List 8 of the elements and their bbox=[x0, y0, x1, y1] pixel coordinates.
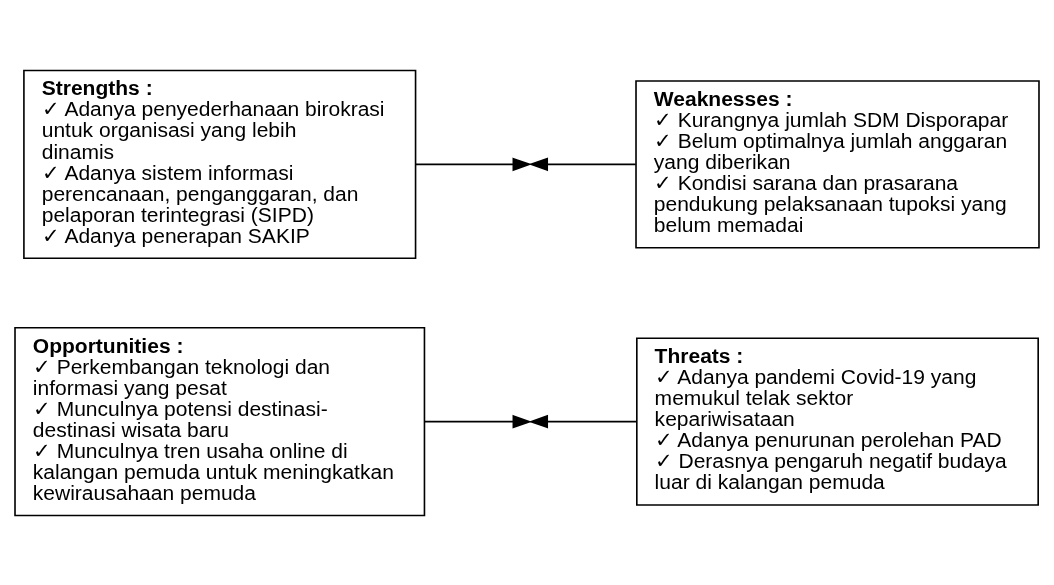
arrow bbox=[528, 414, 638, 428]
node-box: Opportunities : ✓ Perkembangan teknologi dan informasi yang pesat ✓ Munculnya potensi destinasi-destinasi wisata baru ✓ Munculnya tren usaha online di kalangan pemuda untuk meningkatkan kewirausahaan pemuda bbox=[14, 326, 426, 516]
arrow bbox=[528, 157, 637, 171]
node-box: Strengths : ✓ Adanya penyederhanaan birokrasi untuk organisasi yang lebih dinamis ✓ Adanya sistem informasi perencanaan, penganggaran, dan pelaporan terintegrasi (SIPD) ✓ Adanya penerapan SAKIP bbox=[23, 69, 417, 259]
node-box: Weaknesses : ✓ Kurangnya jumlah SDM Disporapar ✓ Belum optimalnya jumlah anggaran yang diberikan ✓ Kondisi sarana dan prasarana pendukung pelaksanaan tupoksi yang belum memadai bbox=[635, 79, 1040, 248]
arrow bbox=[424, 414, 532, 428]
arrow bbox=[414, 157, 532, 171]
node-box: Threats : ✓ Adanya pandemi Covid-19 yang memukul telak sektor kepariwisataan ✓ Adanya penurunan perolehan PAD ✓ Derasnya pengaruh negatif budaya luar di kalangan pemuda bbox=[636, 337, 1039, 506]
